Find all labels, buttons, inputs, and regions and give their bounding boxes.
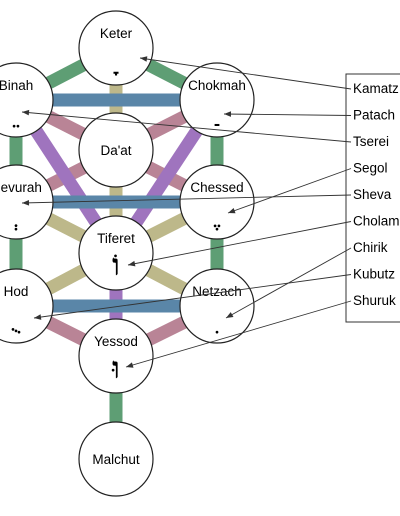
pointer-line-cholam xyxy=(127,221,352,266)
sefirah-circle xyxy=(78,10,154,86)
legend-item: Kubutz xyxy=(353,267,395,282)
sefirah-circle xyxy=(179,164,255,240)
pointer-arrowhead xyxy=(128,260,136,267)
sefirah-circle xyxy=(78,215,154,291)
vowel-mark: וּ xyxy=(111,351,120,386)
sefirah-yessod: Yessod וּ xyxy=(78,318,154,394)
sefirah-circle xyxy=(78,112,154,188)
pointer-line-segol xyxy=(227,168,352,214)
pointer-arrowhead xyxy=(34,314,42,320)
sefirah-chessed: Chessedֶ xyxy=(179,164,255,240)
sefirah-tiferet: Tiferet וֹ xyxy=(78,215,154,291)
legend-item: Shuruk xyxy=(353,293,396,308)
legend-item: Cholam xyxy=(353,214,400,229)
pointer-line-kamatz xyxy=(139,57,352,90)
legend-box: KamatzPatachTsereiSegolShevaCholamChirik… xyxy=(345,73,400,323)
sefirah-keter: Keterָ xyxy=(78,10,154,86)
sefirah-circle xyxy=(0,62,54,138)
sefirah-malchut: Malchut xyxy=(78,421,154,497)
pointer-line-kubutz xyxy=(33,274,352,319)
sefirah-name: Tiferet xyxy=(97,231,135,246)
pointer-arrowhead xyxy=(22,109,30,116)
sefirah-chokmah: Chokmahַ xyxy=(179,62,255,138)
sefirah-name: Malchut xyxy=(92,452,140,467)
legend-frame xyxy=(345,73,400,323)
sefirah-name: Netzach xyxy=(192,284,242,299)
pointer-lines-layer xyxy=(21,56,352,368)
sefirah-circle xyxy=(78,421,154,497)
sefirah-name: Gevurah xyxy=(0,180,42,195)
pointer-line-tserei xyxy=(21,111,352,143)
pointer-arrowhead xyxy=(224,111,232,117)
legend-item: Sheva xyxy=(353,187,392,202)
sefirah-name: Binah xyxy=(0,78,33,93)
pointer-arrowhead xyxy=(228,207,236,214)
pointer-arrowhead xyxy=(140,56,148,62)
sefirah-netzach: Netzachִ xyxy=(179,268,255,344)
legend-item: Segol xyxy=(353,161,388,176)
sefirah-name: Da'at xyxy=(100,143,131,158)
sefirah-circle xyxy=(0,268,54,344)
sefirah-name: Chessed xyxy=(190,180,243,195)
pointer-arrowhead xyxy=(226,312,234,318)
sefirah-circle xyxy=(179,268,255,344)
pointer-line-patach xyxy=(223,113,352,116)
pointer-arrowhead xyxy=(22,200,30,206)
sefirah-circle xyxy=(78,318,154,394)
sefirah-name: Keter xyxy=(100,26,133,41)
legend-item: Chirik xyxy=(353,240,388,255)
pointer-line-shuruk xyxy=(125,300,352,368)
sefirah-circle xyxy=(179,62,255,138)
sefirah-name: Hod xyxy=(4,284,29,299)
legend-item: Kamatz xyxy=(353,81,399,96)
pointer-arrowhead xyxy=(126,362,134,368)
sefirah-binah: Binahֵ xyxy=(0,62,54,138)
sefirah-name: Yessod xyxy=(94,334,138,349)
sefirah-name: Chokmah xyxy=(188,78,246,93)
pointer-line-sheva xyxy=(21,194,352,204)
vowel-mark: וֹ xyxy=(112,248,120,283)
sefirah-daat: Da'at xyxy=(78,112,154,188)
legend-item: Patach xyxy=(353,108,395,123)
legend-item: Tserei xyxy=(353,134,389,149)
sefirah-hod: Hodֻ xyxy=(0,268,54,344)
